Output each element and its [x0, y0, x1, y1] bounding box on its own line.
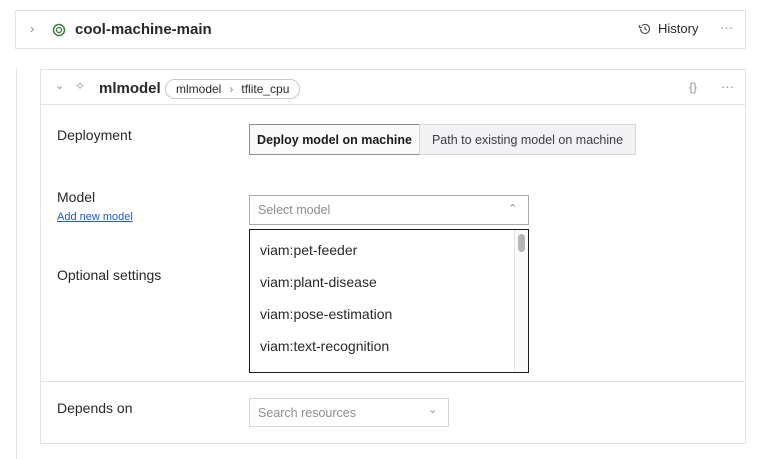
chevron-right-icon[interactable]: ›	[30, 21, 35, 36]
add-new-model-link[interactable]: Add new model	[57, 211, 133, 223]
deployment-label: Deployment	[57, 127, 132, 143]
deploy-on-machine-button[interactable]: Deploy model on machine	[249, 124, 420, 155]
model-option[interactable]: viam:text-recognition	[260, 338, 390, 354]
model-select[interactable]: Select model	[249, 195, 529, 225]
history-button[interactable]: History	[638, 21, 698, 36]
model-option[interactable]: viam:pose-estimation	[260, 306, 393, 322]
more-icon[interactable]: ···	[720, 20, 733, 35]
more-icon[interactable]: ···	[721, 79, 734, 94]
machine-name: cool-machine-main	[75, 21, 212, 38]
existing-model-path-button[interactable]: Path to existing model on machine	[419, 124, 636, 155]
chevron-down-icon[interactable]: ⌄	[428, 404, 438, 416]
component-breadcrumb: mlmodel › tflite_cpu	[165, 79, 301, 99]
tree-line	[16, 68, 17, 459]
mlmodel-icon: ✧	[75, 79, 86, 93]
model-dropdown: viam:pet-feeder viam:plant-disease viam:…	[249, 229, 529, 373]
divider	[41, 381, 745, 382]
machine-status-icon	[52, 23, 66, 37]
history-icon	[638, 23, 651, 34]
breadcrumb-model: tflite_cpu	[241, 82, 290, 96]
json-icon[interactable]: {}	[689, 80, 698, 94]
component-header: ⌄ ✧ mlmodel mlmodel › tflite_cpu {} ···	[41, 70, 745, 105]
model-option[interactable]: viam:plant-disease	[260, 274, 377, 290]
component-name: mlmodel	[99, 80, 161, 97]
dropdown-scrollbar[interactable]	[514, 230, 528, 372]
machine-header: › cool-machine-main History ···	[15, 10, 746, 49]
chevron-up-icon[interactable]: ⌃	[508, 203, 518, 215]
history-label: History	[658, 21, 699, 36]
depends-on-label: Depends on	[57, 400, 133, 416]
search-resources-input[interactable]: Search resources	[249, 398, 449, 427]
model-label: Model	[57, 189, 96, 205]
chevron-down-icon[interactable]: ⌄	[55, 80, 65, 92]
optional-settings-label[interactable]: Optional settings	[57, 267, 162, 283]
breadcrumb-api: mlmodel	[176, 82, 222, 96]
breadcrumb-separator-icon: ›	[229, 82, 234, 96]
model-option[interactable]: viam:pet-feeder	[260, 242, 358, 258]
